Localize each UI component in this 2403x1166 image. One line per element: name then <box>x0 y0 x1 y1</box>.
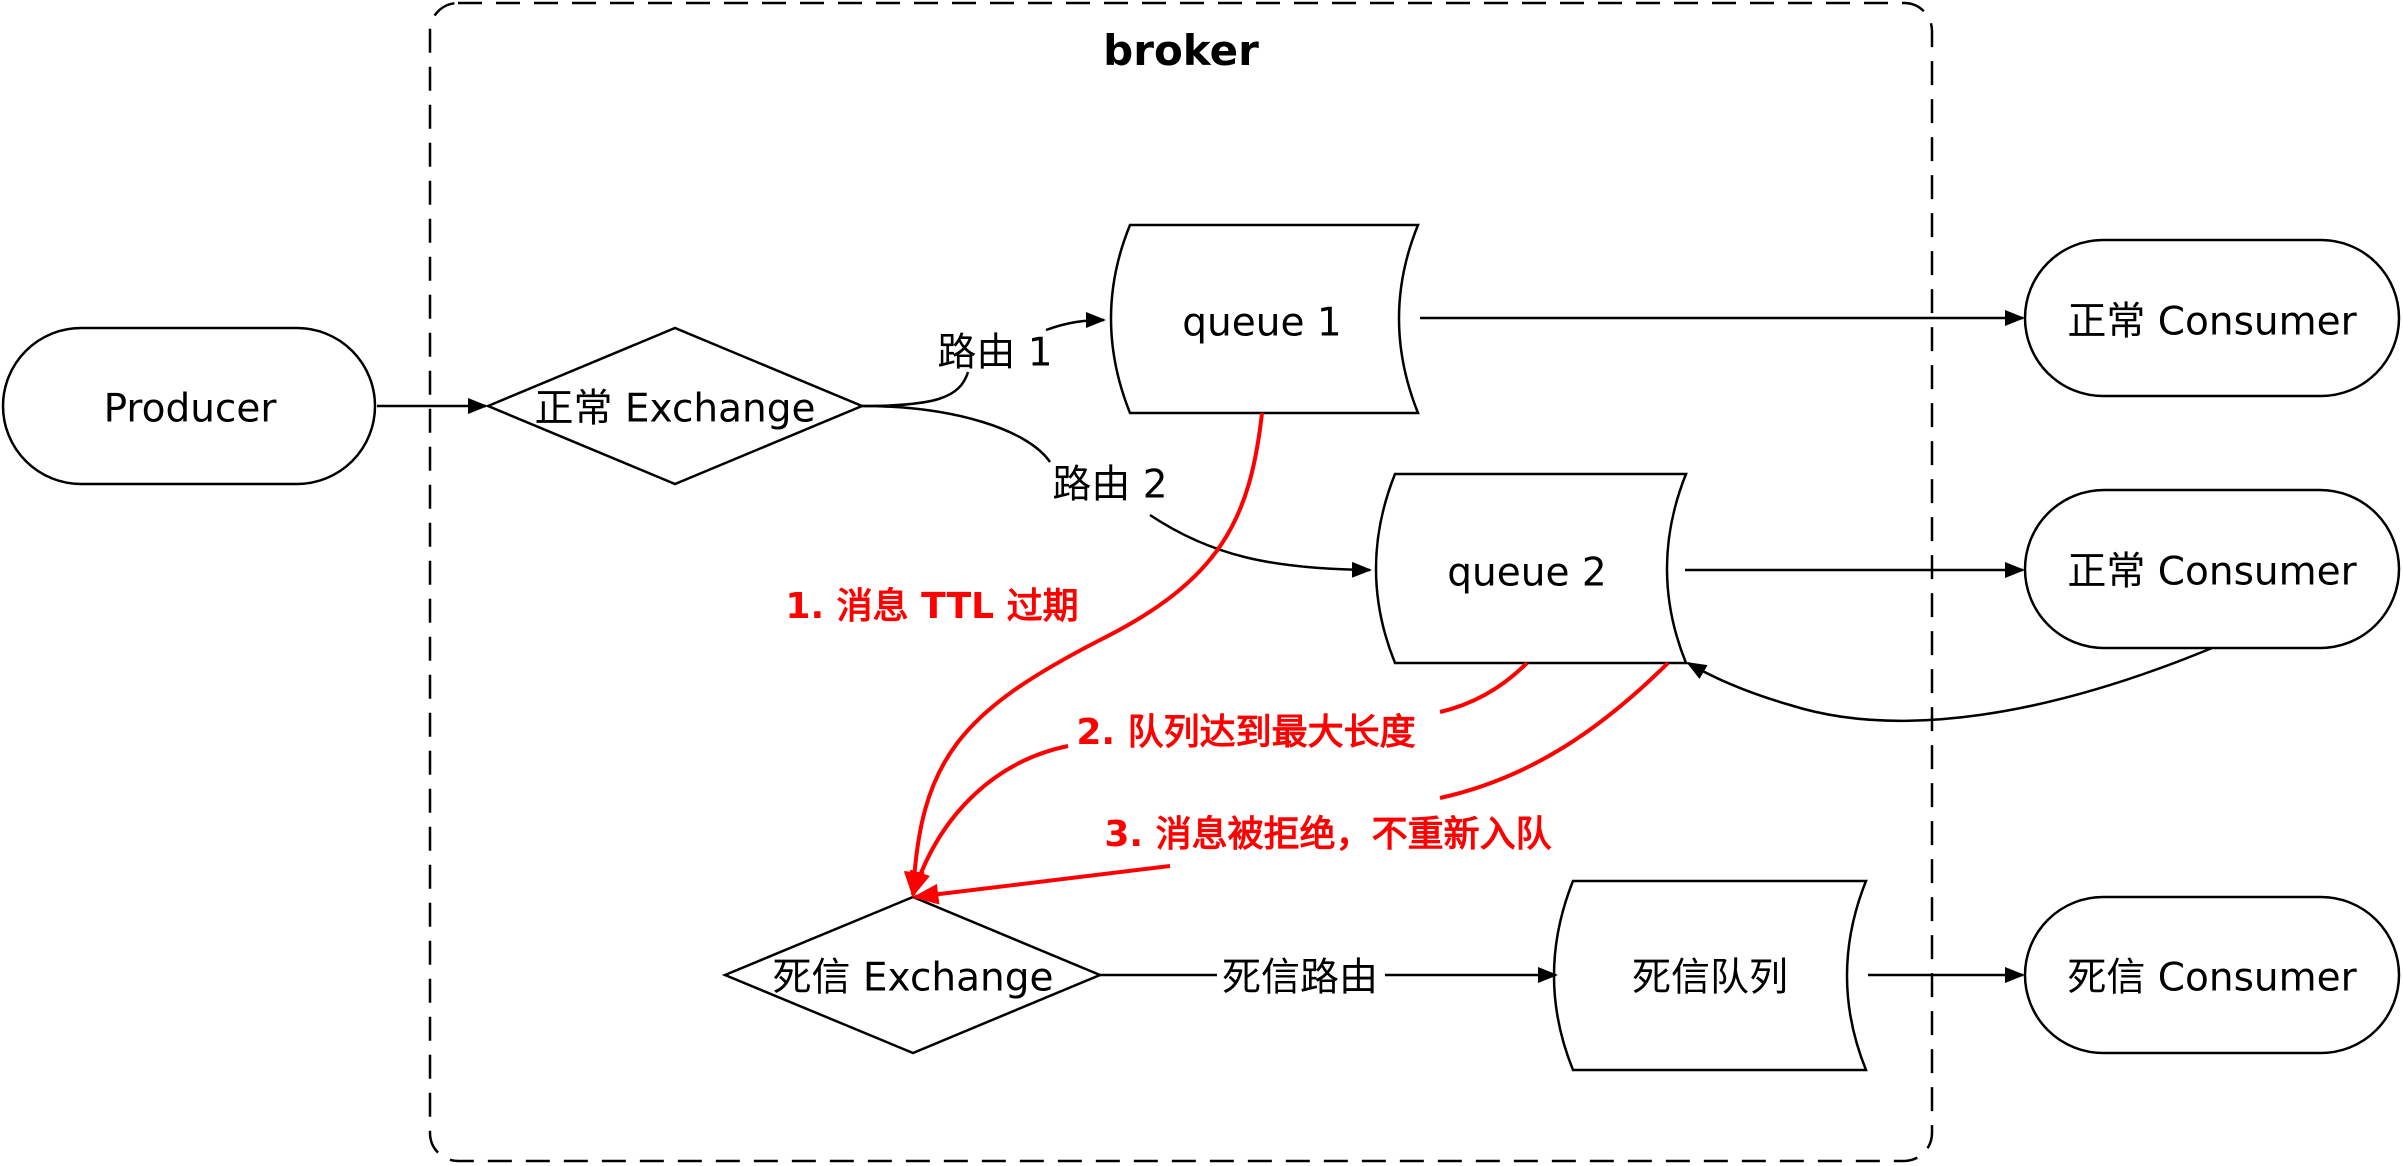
dead-route-label: 死信路由 <box>1222 956 1378 1001</box>
reason-ttl-label: 1. 消息 TTL 过期 <box>785 586 1078 627</box>
broker-boundary <box>428 1 1934 1163</box>
dead-letter-consumer-label: 死信 Consumer <box>2067 956 2357 1001</box>
dead-letter-path-rejected <box>915 661 1670 897</box>
dead-letter-consumer-node[interactable]: 死信 Consumer <box>2023 895 2401 1055</box>
dead-letter-exchange-label: 死信 Exchange <box>773 956 1054 1001</box>
normal-exchange-node[interactable]: 正常 Exchange <box>484 326 866 486</box>
normal-consumer-2-node[interactable]: 正常 Consumer <box>2023 488 2401 650</box>
normal-consumer-1-node[interactable]: 正常 Consumer <box>2023 238 2401 398</box>
route2-label: 路由 2 <box>1052 463 1167 508</box>
route1-label: 路由 1 <box>937 331 1052 376</box>
normal-exchange-label: 正常 Exchange <box>535 387 816 432</box>
reason-rejected-label: 3. 消息被拒绝，不重新入队 <box>1104 813 1552 855</box>
queue2-node[interactable]: queue 2 <box>1374 472 1688 665</box>
queue1-label: queue 1 <box>1182 301 1341 346</box>
dead-letter-queue-label: 死信队列 <box>1632 956 1788 1001</box>
producer-node[interactable]: Producer <box>1 326 377 486</box>
normal-consumer-2-label: 正常 Consumer <box>2067 550 2357 595</box>
broker-title: broker <box>1103 26 1259 75</box>
dead-letter-path-max-length <box>913 661 1529 895</box>
producer-label: Producer <box>104 387 278 432</box>
normal-consumer-1-label: 正常 Consumer <box>2067 300 2357 345</box>
edge-exchange-to-queue2 <box>861 404 1370 570</box>
dead-letter-path-ttl <box>903 412 1264 898</box>
dead-letter-exchange-node[interactable]: 死信 Exchange <box>721 895 1104 1055</box>
queue1-node[interactable]: queue 1 <box>1109 223 1420 415</box>
queue2-label: queue 2 <box>1447 551 1606 596</box>
edge-consumer2-reject-to-queue2 <box>1686 646 2213 723</box>
dead-letter-queue-node[interactable]: 死信队列 <box>1552 879 1868 1072</box>
reason-max-length-label: 2. 队列达到最大长度 <box>1076 712 1415 753</box>
